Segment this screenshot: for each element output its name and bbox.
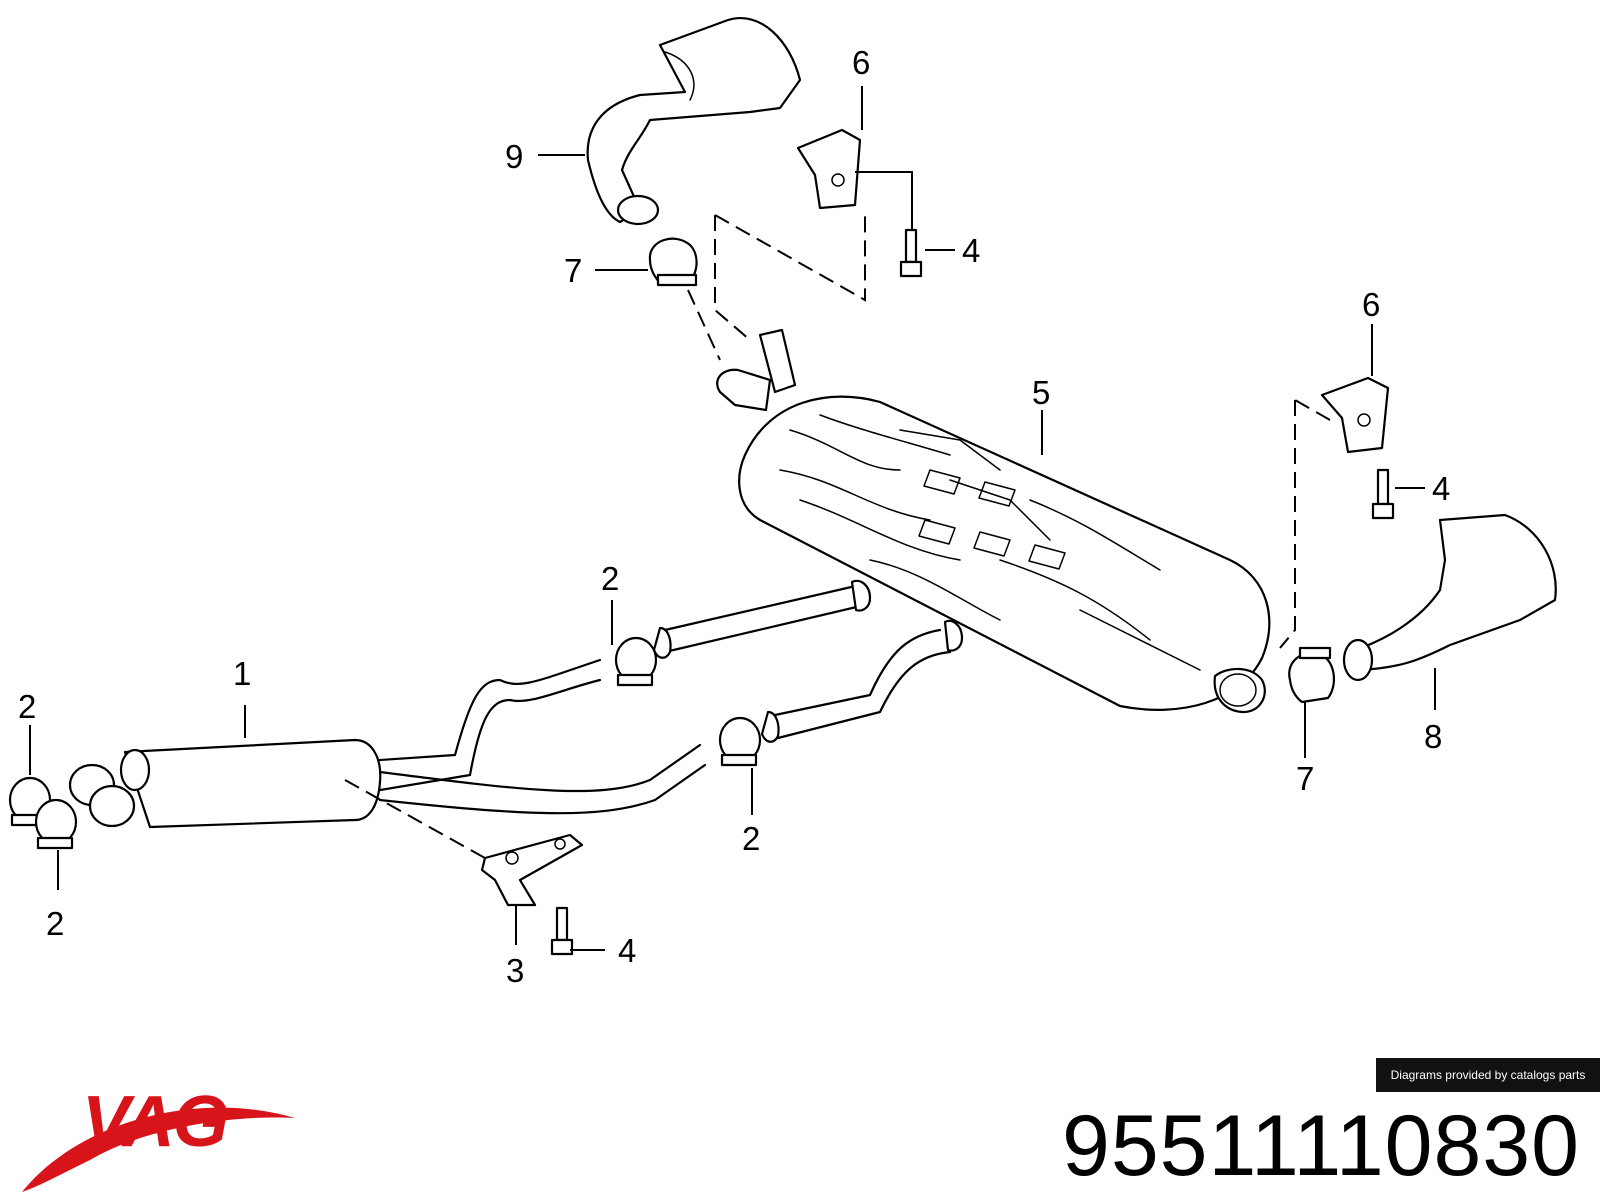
callout-5: 5 xyxy=(1032,374,1050,411)
callout-3: 3 xyxy=(506,952,524,989)
diagram-credit: Diagrams provided by catalogs parts xyxy=(1376,1058,1600,1092)
bracket-6-upper xyxy=(796,128,862,210)
clamp-7-upper xyxy=(648,237,698,287)
rear-muffler xyxy=(716,328,1271,714)
callout-labels: 1 2 2 2 2 2 3 4 4 4 5 6 6 7 7 8 9 xyxy=(18,44,1450,989)
leader-lines xyxy=(29,86,1436,951)
callout-7-lower: 7 xyxy=(1296,760,1314,797)
bracket-6-right xyxy=(1320,376,1390,454)
clamp-7-lower xyxy=(1288,646,1336,704)
tailpipe-lower xyxy=(1342,513,1557,682)
assembly-dash-lines xyxy=(344,210,1331,859)
callout-4-upper: 4 xyxy=(962,232,980,269)
front-pipe-assembly xyxy=(68,579,964,829)
bolt-4-right xyxy=(1371,468,1395,520)
callout-7-upper: 7 xyxy=(564,252,582,289)
vag-logo: VAG xyxy=(22,1082,295,1192)
callout-2-left-upper: 2 xyxy=(18,688,36,725)
callout-2-center-upper: 2 xyxy=(601,560,619,597)
callout-2-left-lower: 2 xyxy=(46,905,64,942)
callout-4-right: 4 xyxy=(1432,470,1450,507)
clamp-group xyxy=(8,636,762,850)
clamp-center-upper xyxy=(614,636,658,687)
callout-2-center-lower: 2 xyxy=(742,820,760,857)
logo-swoosh xyxy=(22,1107,295,1192)
part-number: 95511110830 xyxy=(1062,1098,1580,1194)
bracket-3 xyxy=(480,833,584,907)
callout-8: 8 xyxy=(1424,718,1442,755)
callout-1: 1 xyxy=(233,655,251,692)
callout-6-upper: 6 xyxy=(852,44,870,81)
clamp-center-lower xyxy=(718,716,762,767)
bolt-4-upper xyxy=(899,228,923,278)
logo-text: VAG xyxy=(82,1082,227,1162)
tailpipe-upper xyxy=(586,17,802,226)
callout-6-right: 6 xyxy=(1362,286,1380,323)
clamp-left-lower xyxy=(34,798,78,850)
bolt-4-lower xyxy=(550,906,574,956)
callout-9: 9 xyxy=(505,138,523,175)
callout-4-lower: 4 xyxy=(618,932,636,969)
